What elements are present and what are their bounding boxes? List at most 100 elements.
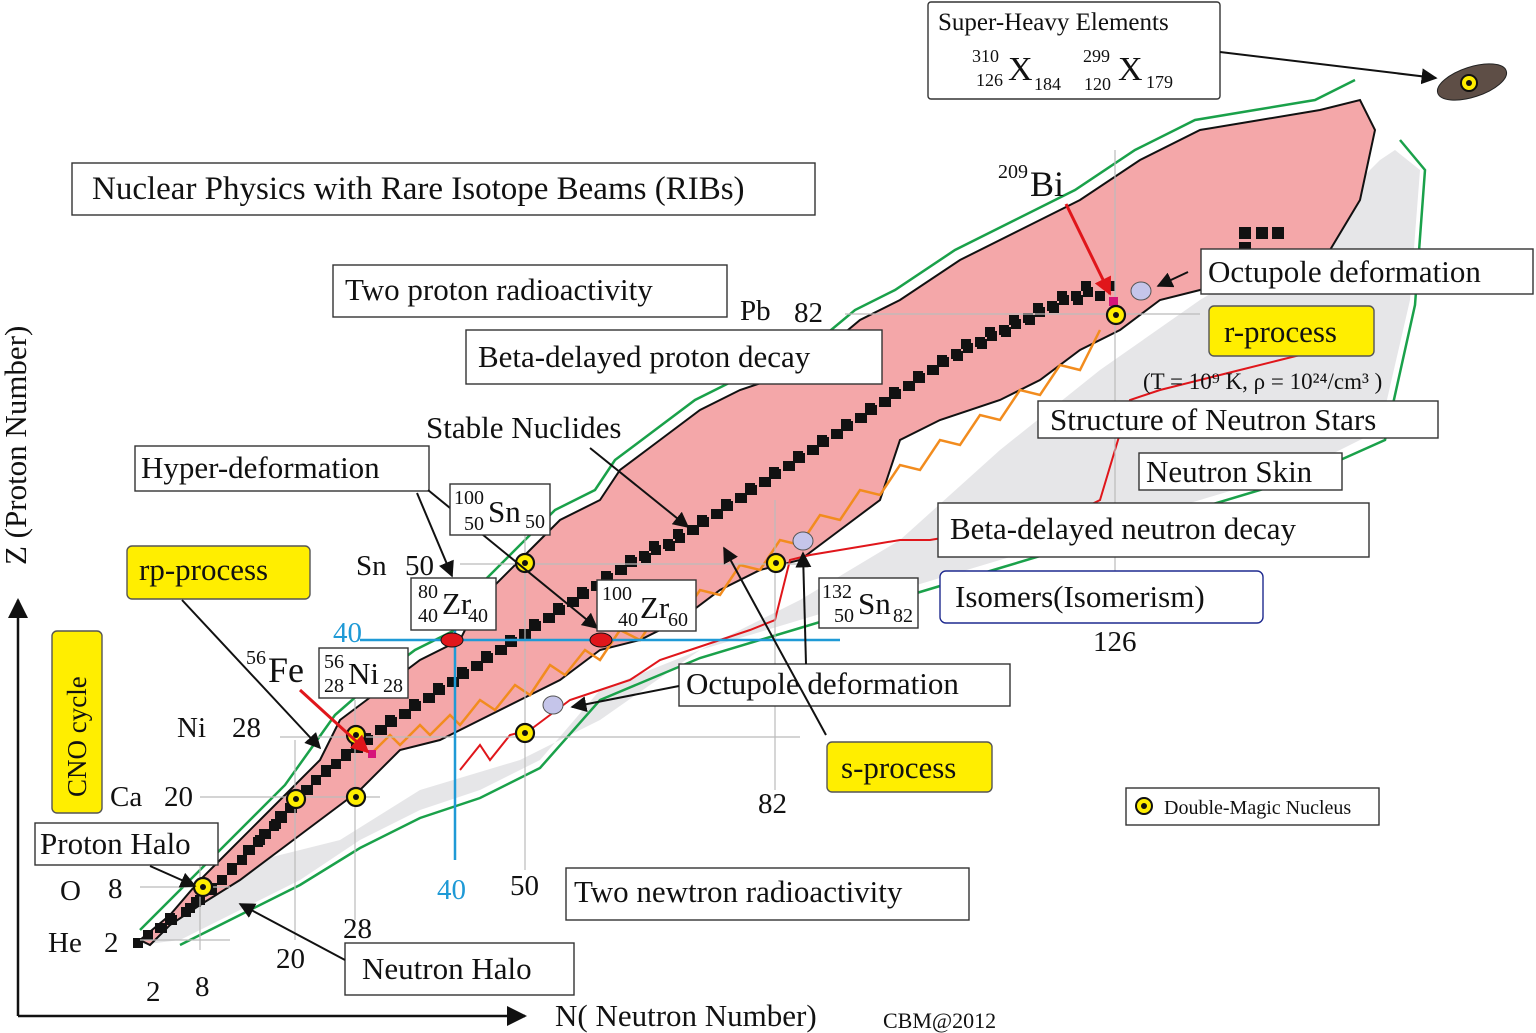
cno-label: CNO cycle <box>62 676 92 797</box>
stable-nuclide-square <box>953 351 963 361</box>
double-magic-dot <box>293 796 299 802</box>
stable-nuclide-square <box>459 669 469 679</box>
she1-n: 184 <box>1034 74 1061 94</box>
stable-nuclide-square <box>819 437 829 447</box>
double-magic-dot <box>773 560 779 566</box>
stable-nuclide-square <box>285 803 295 813</box>
stable-nuclide-square <box>699 517 709 527</box>
stable-nuclide-square <box>857 413 867 423</box>
she1-mass: 310 <box>972 46 999 66</box>
stable-nuclide-square <box>1239 227 1251 239</box>
z-tick-o: O <box>60 875 81 907</box>
z-tick-sn: Sn <box>356 550 387 582</box>
stable-nuclide-square <box>665 541 675 551</box>
z-tick-pb: Pb <box>740 295 771 327</box>
beta-proton-label: Beta-delayed proton decay <box>478 339 811 374</box>
zr100-symbol: Zr <box>640 590 670 625</box>
z-tick-he: He <box>48 927 82 959</box>
stable-nuclide-square <box>401 709 411 719</box>
stable-nuclide-square <box>737 493 747 503</box>
z-tick-ni: Ni <box>177 712 206 744</box>
zr100-n: 60 <box>668 609 688 631</box>
stable-nuclide-square <box>321 767 331 777</box>
stable-nuclide-square <box>167 915 177 925</box>
sn100-z: 50 <box>464 513 484 535</box>
stable-nuclide-square <box>761 477 771 487</box>
y-axis-label: Z (Proton Number) <box>0 326 33 565</box>
stable-nuclide-square <box>253 837 263 847</box>
stable-nuclide-square <box>377 725 387 735</box>
stable-nuclide-square <box>1049 303 1059 313</box>
stable-nuclide-square <box>1011 319 1021 329</box>
sn132-mass: 132 <box>822 581 852 603</box>
stable-nuclide-square <box>675 533 685 543</box>
page-title: Nuclear Physics with Rare Isotope Beams … <box>92 171 745 207</box>
z-tick-ni-num: 28 <box>232 712 261 744</box>
n-tick-28: 28 <box>343 913 372 945</box>
stable-nuclide-square <box>747 485 757 495</box>
stable-nuclide-square <box>1095 291 1105 301</box>
stable-nuclide-square <box>341 751 351 761</box>
stable-nuclide-square <box>1001 327 1011 337</box>
double-magic-dot <box>353 794 359 800</box>
stable-nuclide-square <box>185 903 195 913</box>
stable-nuclide-square <box>311 775 321 785</box>
zr80-symbol: Zr <box>442 586 472 621</box>
n-tick-126: 126 <box>1093 626 1137 658</box>
two-proton-label: Two proton radioactivity <box>345 272 653 307</box>
stable-nuclide-square <box>425 693 435 703</box>
stable-nuclide-square <box>641 553 651 563</box>
stable-nuclide-square <box>1272 227 1284 239</box>
s-process-label: s-process <box>841 750 956 785</box>
proton-drip-line <box>139 78 1356 931</box>
stable-nuclide-square <box>133 938 143 948</box>
stable-nuclide-square <box>569 597 579 607</box>
z-tick-he-num: 2 <box>104 927 119 959</box>
sn100-mass: 100 <box>454 487 484 509</box>
stable-nuclide-square <box>157 923 167 933</box>
stable-nuclide-square <box>259 829 269 839</box>
x-axis-label: N( Neutron Number) <box>555 998 817 1033</box>
zr100-marker <box>589 632 613 648</box>
stable-nuclide-square <box>603 573 613 583</box>
stable-nuclide-square <box>217 875 227 885</box>
bi209-symbol: Bi <box>1030 164 1064 204</box>
zr100-z: 40 <box>618 609 638 631</box>
stable-nuclide-square <box>435 685 445 695</box>
stable-nuclide-square <box>1256 227 1268 239</box>
stable-nuclide-square <box>627 557 637 567</box>
stable-nuclide-square <box>483 653 493 663</box>
she2-z: 120 <box>1084 74 1111 94</box>
neutron-stars-label: Structure of Neutron Stars <box>1050 402 1376 437</box>
stable-nuclide-square <box>411 701 421 711</box>
double-magic-dot <box>200 884 206 890</box>
double-magic-dot <box>1113 312 1119 318</box>
stable-nuclide-square <box>507 637 517 647</box>
super-heavy-label: Super-Heavy Elements <box>938 9 1169 36</box>
stable-nuclide-square <box>905 381 915 391</box>
r-process-label: r-process <box>1224 314 1337 349</box>
zr80-marker <box>440 632 464 648</box>
z-tick-ca-num: 20 <box>164 781 193 813</box>
stable-nuclide-square <box>1081 281 1091 291</box>
stable-nuclide-square <box>269 821 279 831</box>
n40-label: 40 <box>437 874 466 906</box>
stable-nuclide-square <box>1025 315 1035 325</box>
stable-nuclide-square <box>867 405 877 415</box>
z-tick-sn-num: 50 <box>405 550 434 582</box>
beta-neutron-label: Beta-delayed neutron decay <box>950 511 1296 546</box>
neutron-skin-label: Neutron Skin <box>1146 454 1313 489</box>
double-magic-dot <box>522 560 528 566</box>
bi209-marker <box>1109 297 1118 306</box>
stable-nuclide-square <box>617 565 627 575</box>
stable-nuclide-square <box>891 389 901 399</box>
stable-nuclide-square <box>795 453 805 463</box>
stable-nuclide-square <box>651 545 661 555</box>
bi209-mass: 209 <box>998 161 1028 183</box>
double-magic-dot <box>353 732 359 738</box>
she1-symbol: X <box>1008 51 1033 88</box>
stable-nuclide-square <box>387 717 397 727</box>
stable-nuclide-square <box>987 331 997 341</box>
stable-nuclide-square <box>275 811 285 821</box>
